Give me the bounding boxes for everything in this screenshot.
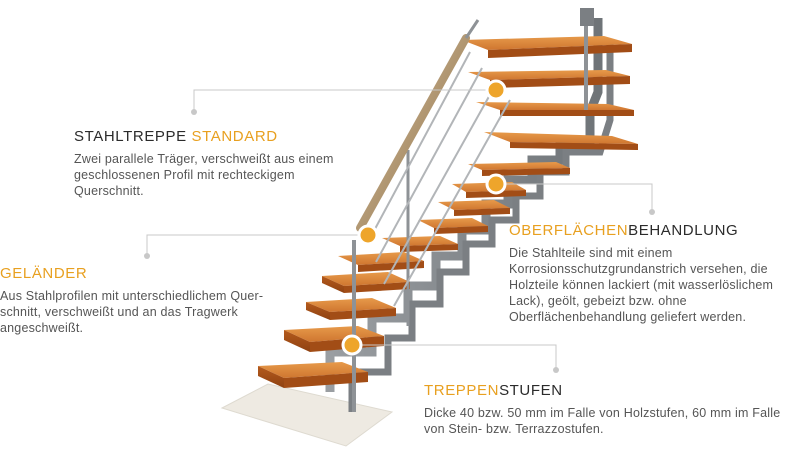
rail-bars bbox=[367, 51, 511, 307]
callout-stahltreppe-standard: STAHLTREPPE STANDARD Zwei parallele Träg… bbox=[74, 128, 354, 199]
marker-standard bbox=[485, 79, 507, 101]
marker-oberflaeche bbox=[485, 173, 507, 195]
handrail bbox=[356, 34, 470, 232]
markers bbox=[341, 79, 507, 356]
callout-title: OBERFLÄCHENBEHANDLUNG bbox=[509, 222, 739, 239]
callout-text: Zwei parallele Träger, verschweißt aus e… bbox=[74, 152, 334, 198]
leader-lines bbox=[146, 89, 653, 370]
callout-text: Aus Stahlprofilen mit unterschiedlichem … bbox=[0, 289, 264, 335]
leader-endpoints bbox=[144, 109, 655, 373]
callout-title: TREPPENSTUFEN bbox=[424, 382, 563, 399]
marker-gelaender bbox=[357, 224, 379, 246]
callout-text: Dicke 40 bzw. 50 mm im Falle von Holzstu… bbox=[424, 406, 781, 436]
callout-title: GELÄNDER bbox=[0, 265, 88, 282]
callout-treppenstufen: TREPPENSTUFEN Dicke 40 bzw. 50 mm im Fal… bbox=[424, 382, 784, 437]
callout-text: Die Stahlteile sind mit einem Korrosions… bbox=[509, 246, 774, 324]
treads bbox=[258, 36, 638, 388]
floor-tile bbox=[220, 383, 394, 447]
marker-stufen bbox=[341, 334, 363, 356]
stringer-front bbox=[348, 40, 614, 412]
callout-title: STAHLTREPPE STANDARD bbox=[74, 128, 278, 145]
callout-gelaender: GELÄNDER Aus Stahlprofilen mit unterschi… bbox=[0, 265, 290, 336]
callout-oberflaechenbehandlung: OBERFLÄCHENBEHANDLUNG Die Stahlteile sin… bbox=[509, 222, 789, 325]
